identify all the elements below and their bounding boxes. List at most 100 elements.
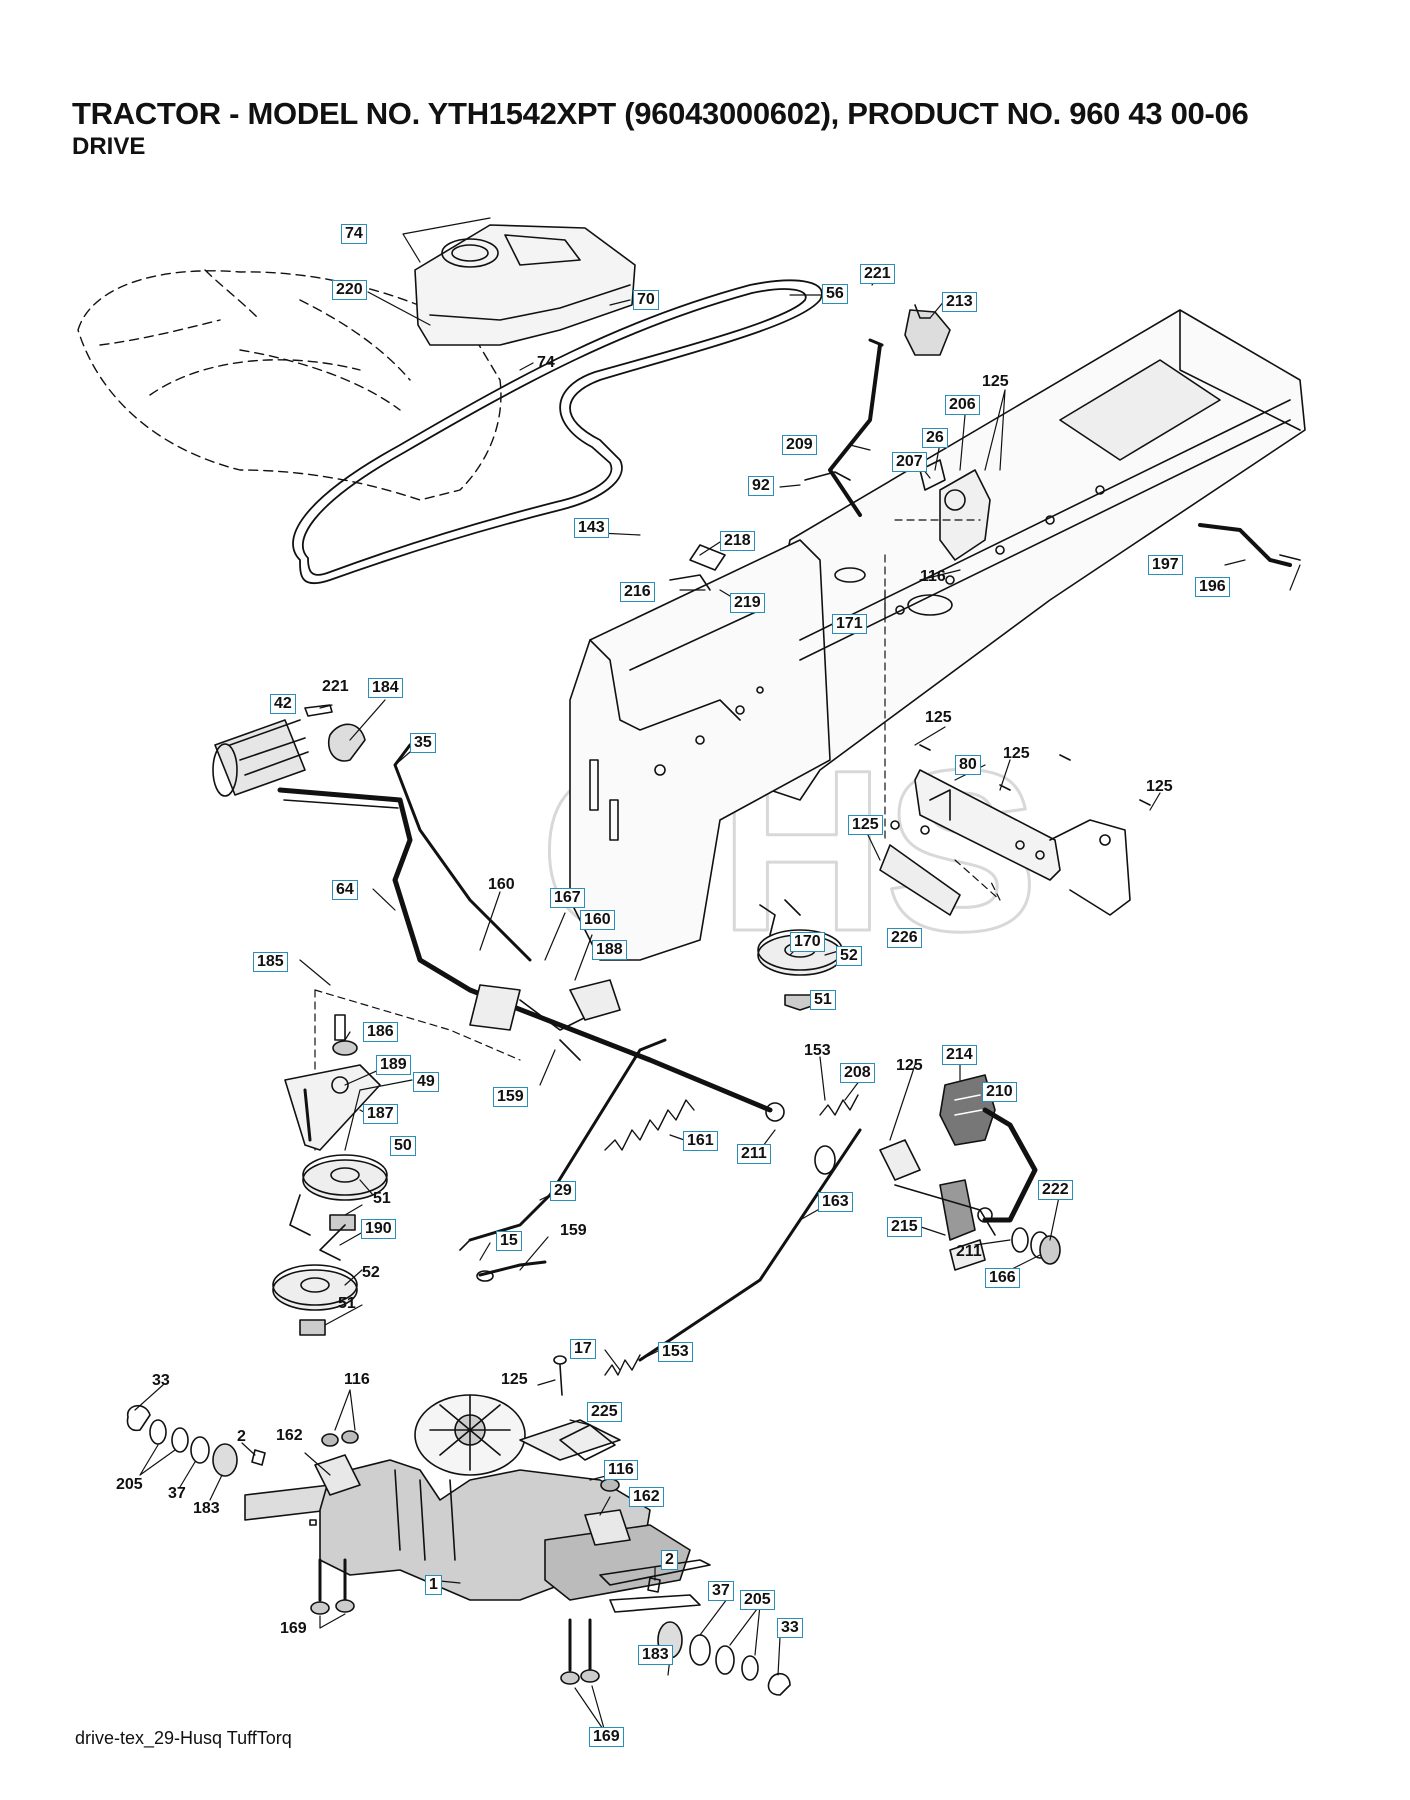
left-axle-parts bbox=[126, 1405, 355, 1615]
callout-2: 2 bbox=[661, 1550, 678, 1570]
callout-183: 183 bbox=[193, 1500, 220, 1517]
callout-125: 125 bbox=[982, 373, 1009, 390]
callout-171: 171 bbox=[832, 614, 867, 634]
callout-125: 125 bbox=[1146, 778, 1173, 795]
callout-153: 153 bbox=[804, 1042, 831, 1059]
callout-207: 207 bbox=[892, 452, 927, 472]
pedal-shaft bbox=[469, 979, 621, 1061]
callout-37: 37 bbox=[708, 1581, 734, 1601]
diagram-caption: drive-tex_29-Husq TuffTorq bbox=[75, 1728, 292, 1748]
callout-197: 197 bbox=[1148, 555, 1183, 575]
springs bbox=[604, 1094, 859, 1376]
callout-26: 26 bbox=[922, 428, 948, 448]
callout-189: 189 bbox=[376, 1055, 411, 1075]
callout-184: 184 bbox=[368, 678, 403, 698]
callout-116: 116 bbox=[604, 1460, 638, 1480]
callout-163: 163 bbox=[818, 1192, 853, 1212]
callout-17: 17 bbox=[570, 1339, 596, 1359]
callout-160: 160 bbox=[488, 876, 515, 893]
callout-51: 51 bbox=[810, 990, 836, 1010]
callout-210: 210 bbox=[982, 1082, 1017, 1102]
callout-125: 125 bbox=[896, 1057, 923, 1074]
bracket-80 bbox=[879, 744, 1151, 916]
callout-52: 52 bbox=[362, 1264, 380, 1281]
callout-92: 92 bbox=[748, 476, 774, 496]
callout-221: 221 bbox=[322, 678, 349, 695]
callout-167: 167 bbox=[550, 888, 585, 908]
callout-51: 51 bbox=[338, 1295, 356, 1312]
callout-221: 221 bbox=[860, 264, 895, 284]
callout-74: 74 bbox=[341, 224, 367, 244]
callout-183: 183 bbox=[638, 1645, 673, 1665]
callout-205: 205 bbox=[116, 1476, 143, 1493]
callout-153: 153 bbox=[658, 1342, 693, 1362]
callout-125: 125 bbox=[1003, 745, 1030, 762]
callout-50: 50 bbox=[390, 1136, 416, 1156]
callout-116: 116 bbox=[344, 1371, 370, 1388]
callout-161: 161 bbox=[683, 1131, 718, 1151]
callout-169: 169 bbox=[280, 1620, 307, 1637]
callout-42: 42 bbox=[270, 694, 296, 714]
callout-33: 33 bbox=[777, 1618, 803, 1638]
callout-162: 162 bbox=[276, 1427, 303, 1444]
transaxle bbox=[244, 1355, 711, 1613]
mower-deck-dashed bbox=[77, 269, 502, 501]
callout-214: 214 bbox=[942, 1045, 977, 1065]
callout-185: 185 bbox=[253, 952, 288, 972]
callout-222: 222 bbox=[1038, 1180, 1073, 1200]
callout-205: 205 bbox=[740, 1590, 775, 1610]
callout-208: 208 bbox=[840, 1063, 875, 1083]
callout-49: 49 bbox=[413, 1072, 439, 1092]
drive-belt bbox=[292, 279, 823, 585]
callout-225: 225 bbox=[587, 1402, 622, 1422]
callout-169: 169 bbox=[589, 1727, 624, 1747]
callout-218: 218 bbox=[720, 531, 755, 551]
callout-80: 80 bbox=[955, 755, 981, 775]
callout-52: 52 bbox=[836, 946, 862, 966]
callout-64: 64 bbox=[332, 880, 358, 900]
callout-219: 219 bbox=[730, 593, 765, 613]
callout-37: 37 bbox=[168, 1485, 186, 1502]
callout-29: 29 bbox=[550, 1181, 576, 1201]
brake-rod-197 bbox=[1198, 523, 1301, 567]
callout-213: 213 bbox=[942, 292, 977, 312]
callout-2: 2 bbox=[237, 1428, 246, 1445]
callout-51: 51 bbox=[373, 1190, 391, 1207]
callout-170: 170 bbox=[790, 932, 825, 952]
callout-56: 56 bbox=[822, 284, 848, 304]
callout-159: 159 bbox=[493, 1087, 528, 1107]
callout-162: 162 bbox=[629, 1487, 664, 1507]
callout-211: 211 bbox=[956, 1243, 982, 1260]
callout-186: 186 bbox=[363, 1022, 398, 1042]
callout-166: 166 bbox=[985, 1268, 1020, 1288]
page-header: TRACTOR - MODEL NO. YTH1542XPT (96043000… bbox=[72, 96, 1249, 162]
callout-35: 35 bbox=[410, 733, 436, 753]
callout-209: 209 bbox=[782, 435, 817, 455]
callout-188: 188 bbox=[592, 940, 627, 960]
callout-125: 125 bbox=[848, 815, 883, 835]
callout-1: 1 bbox=[425, 1575, 442, 1595]
pedals bbox=[814, 1074, 1061, 1271]
callout-206: 206 bbox=[945, 395, 980, 415]
callout-15: 15 bbox=[496, 1231, 522, 1251]
callout-125: 125 bbox=[501, 1371, 528, 1388]
callout-215: 215 bbox=[887, 1217, 922, 1237]
callout-187: 187 bbox=[363, 1104, 398, 1124]
callout-220: 220 bbox=[332, 280, 367, 300]
callout-74: 74 bbox=[537, 354, 555, 371]
callout-159: 159 bbox=[560, 1222, 587, 1239]
pulley-cover bbox=[414, 224, 636, 346]
callout-160: 160 bbox=[580, 910, 615, 930]
callout-33: 33 bbox=[152, 1372, 170, 1389]
callout-116: 116 bbox=[920, 568, 946, 585]
callout-143: 143 bbox=[574, 518, 609, 538]
shift-bracket bbox=[669, 459, 991, 591]
hand-grip bbox=[212, 719, 309, 797]
right-axle-parts bbox=[560, 1577, 791, 1696]
callout-190: 190 bbox=[361, 1219, 396, 1239]
callout-211: 211 bbox=[737, 1144, 771, 1164]
page-subtitle: DRIVE bbox=[72, 133, 146, 160]
tractor-frame bbox=[569, 309, 1306, 961]
callout-125: 125 bbox=[925, 709, 952, 726]
